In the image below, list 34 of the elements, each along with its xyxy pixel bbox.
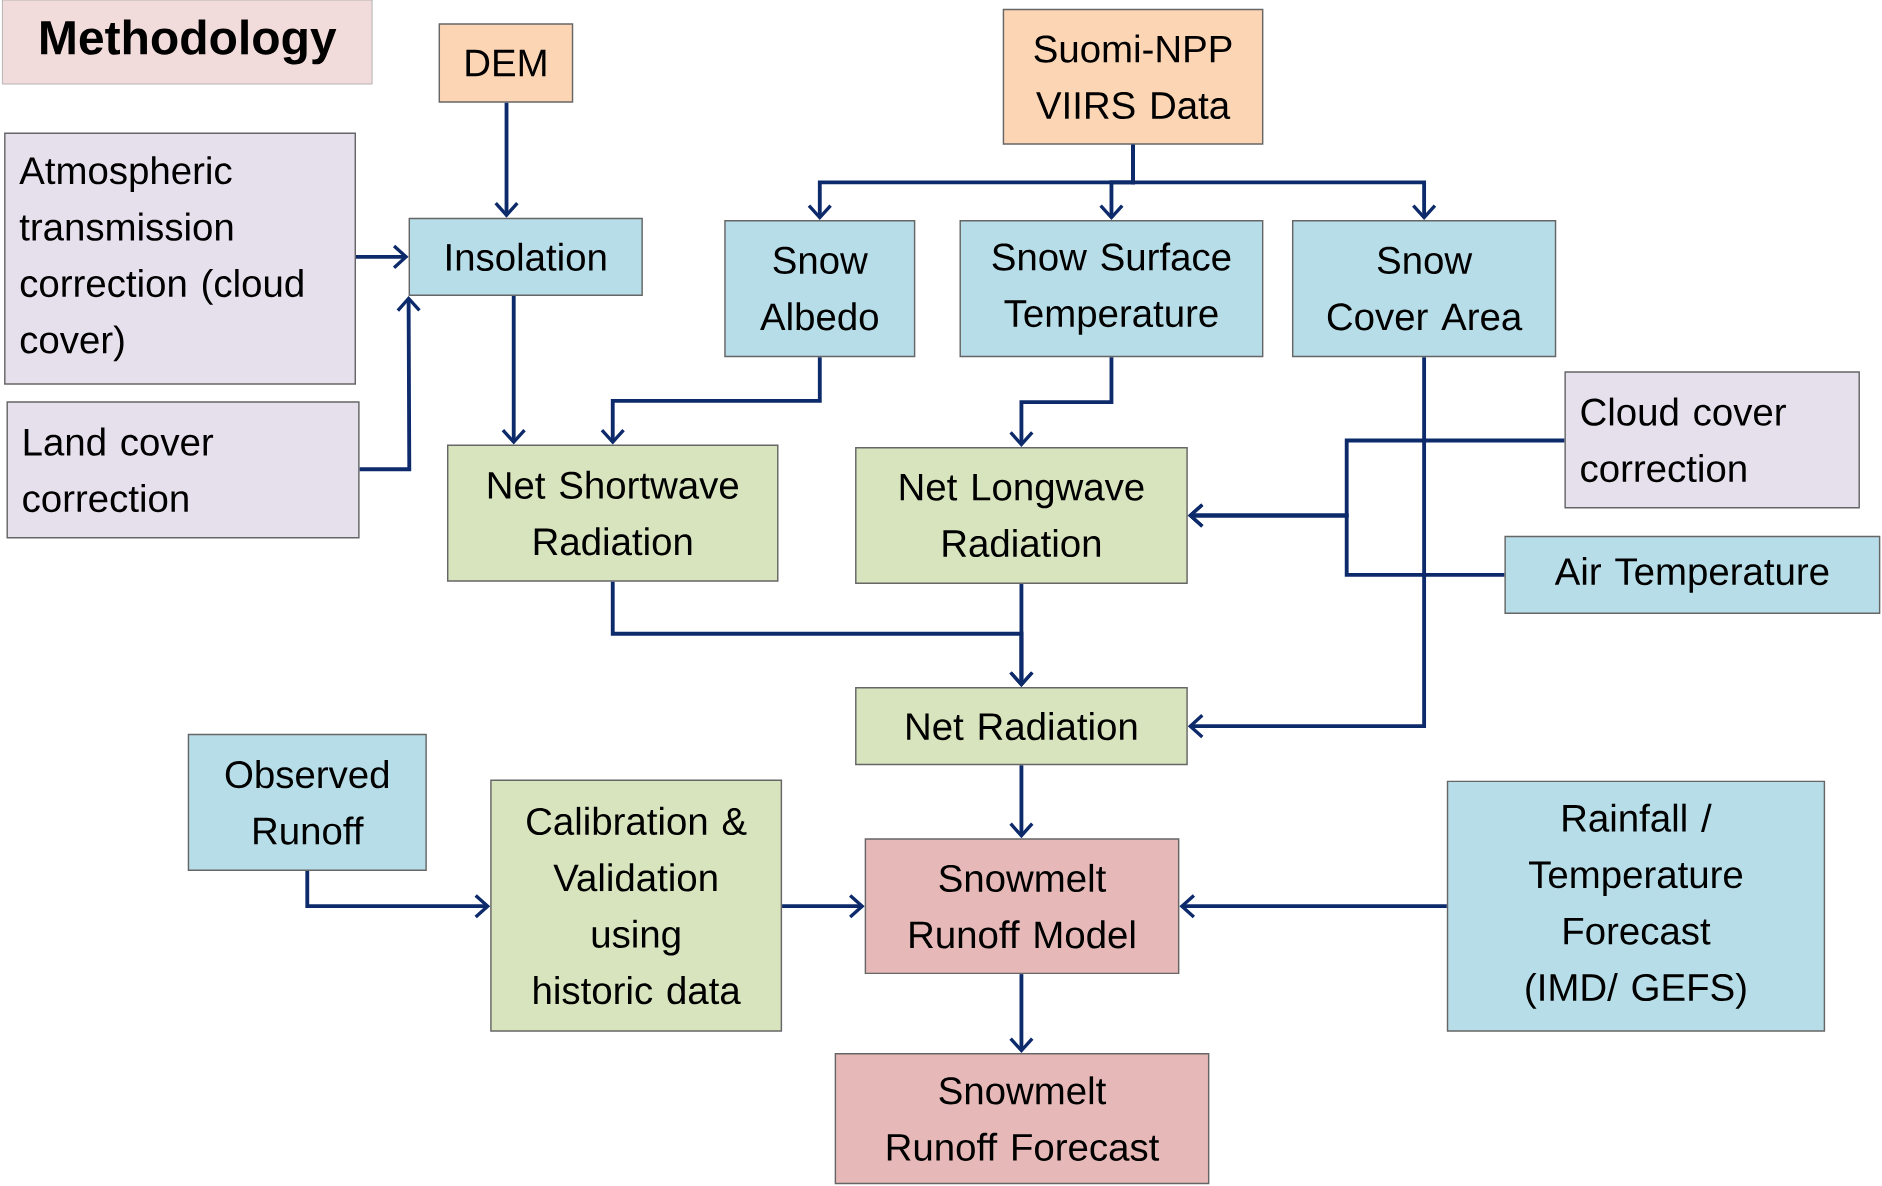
process-box: Cloud cover correction: [1564, 371, 1860, 509]
process-box: Net Shortwave Radiation: [447, 444, 779, 582]
arrow: [359, 296, 421, 472]
arrow: [1009, 584, 1034, 688]
arrow: [782, 894, 865, 919]
title-box: Methodology: [1, 0, 373, 85]
arrow: [600, 357, 822, 445]
arrow: [1131, 144, 1437, 221]
arrow: [1187, 357, 1427, 739]
arrow: [501, 296, 526, 445]
arrow: [1179, 894, 1447, 919]
process-box: Air Temperature: [1504, 535, 1881, 615]
process-box: Snow Surface Temperature: [959, 220, 1264, 358]
process-box: Snowmelt Runoff Forecast: [834, 1053, 1210, 1185]
process-box: Land cover correction: [6, 401, 360, 539]
arrow: [1187, 503, 1505, 577]
process-box: Snowmelt Runoff Model: [864, 838, 1180, 975]
process-box: Observed Runoff: [187, 733, 427, 871]
process-box: Calibration & Validation using historic data: [490, 779, 783, 1032]
process-box: Snow Cover Area: [1291, 220, 1557, 358]
process-box: Atmospheric transmission correction (cloud cover): [4, 132, 356, 385]
arrow: [1009, 765, 1034, 839]
process-box: Net Radiation: [855, 687, 1188, 766]
arrow: [1009, 974, 1034, 1054]
process-box: Net Longwave Radiation: [855, 447, 1188, 585]
source-box: DEM: [438, 23, 574, 103]
process-box: Snow Albedo: [724, 220, 916, 358]
arrow: [494, 102, 519, 218]
arrow: [1009, 357, 1114, 448]
arrow: [356, 244, 409, 269]
process-box: Rainfall / Temperature Forecast (IMD/ GEFS): [1446, 780, 1826, 1032]
process-box: Insolation: [408, 217, 643, 297]
source-box: Suomi-NPP VIIRS Data: [1002, 8, 1264, 145]
arrow: [305, 871, 491, 919]
